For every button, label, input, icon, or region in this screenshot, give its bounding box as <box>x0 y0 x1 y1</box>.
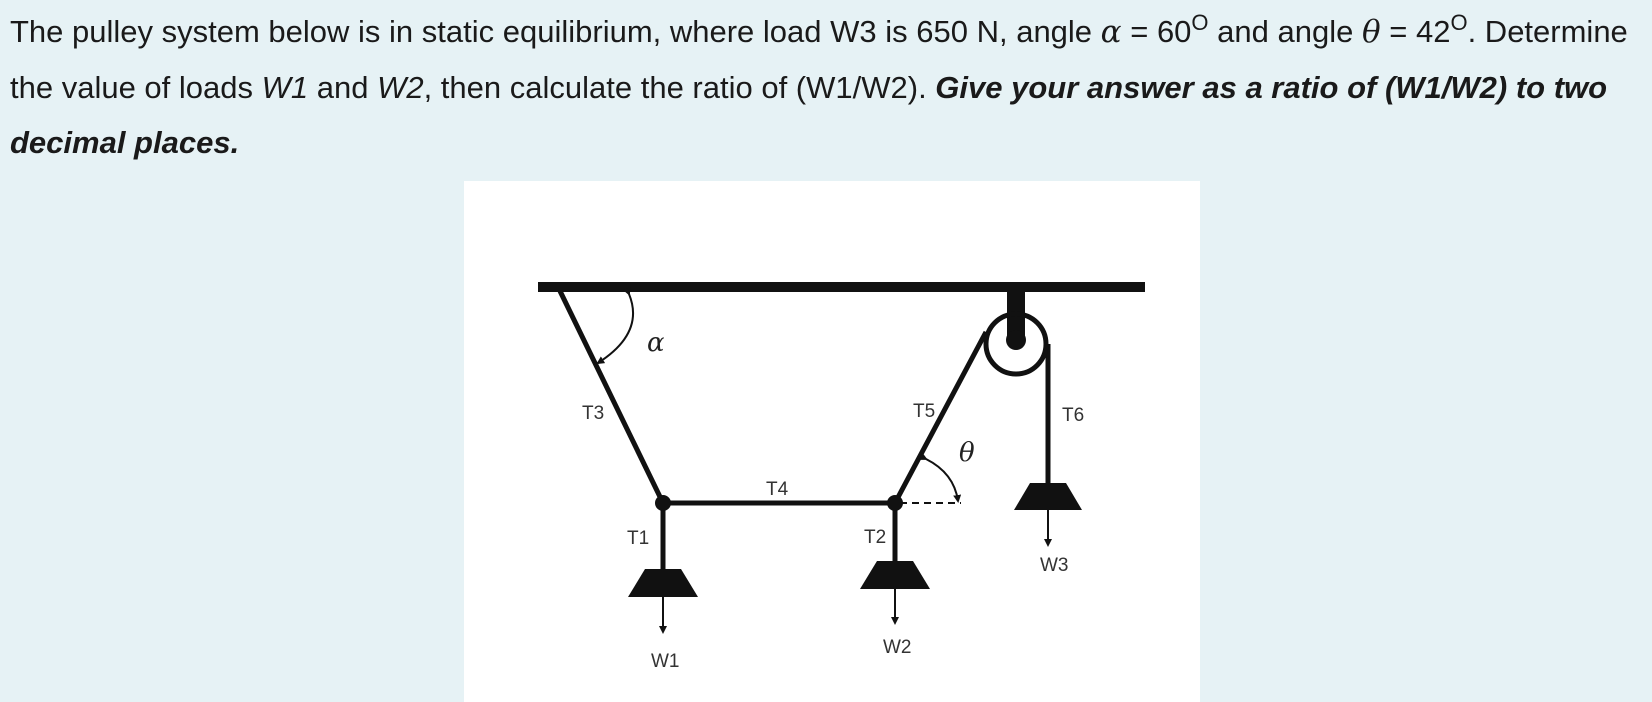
pulley-wheel <box>983 311 1049 377</box>
question-part: and angle <box>1208 14 1362 49</box>
question-part: and <box>308 70 378 105</box>
question-text: The pulley system below is in static equ… <box>10 4 1650 170</box>
w2-label: W2 <box>883 637 912 658</box>
question-part: , then calculate the ratio of (W1/W2). <box>423 70 936 105</box>
t1-label: T1 <box>627 528 649 549</box>
knot-right <box>887 495 903 511</box>
t6-label: T6 <box>1062 405 1084 426</box>
theta-arc <box>918 452 962 503</box>
theta-symbol: θ <box>1361 14 1381 50</box>
w1-term: W1 <box>261 70 309 105</box>
pulley-axle <box>1006 330 1026 350</box>
alpha-arc <box>596 286 634 365</box>
t5-label: T5 <box>913 401 935 422</box>
rope-t5 <box>892 330 989 505</box>
t2-label: T2 <box>864 527 886 548</box>
weight-w2 <box>860 561 930 589</box>
question-part: = 42 <box>1380 14 1451 49</box>
t4-label: T4 <box>766 479 789 500</box>
knot-left <box>655 495 671 511</box>
rope-t3 <box>557 289 666 505</box>
weight-w1 <box>628 569 698 597</box>
pulley-diagram-svg: α θ T3 T5 T6 T4 T1 T2 W1 W2 W3 <box>538 282 1145 672</box>
w1-label: W1 <box>651 651 680 672</box>
alpha-label: α <box>647 328 665 358</box>
theta-label: θ <box>959 438 975 468</box>
question-part: The pulley system below is in static equ… <box>10 14 1101 49</box>
weight-w3 <box>1014 483 1082 510</box>
question-part: = 60 <box>1121 14 1192 49</box>
pulley-diagram: α θ T3 T5 T6 T4 T1 T2 W1 W2 W3 <box>464 181 1200 702</box>
w3-label: W3 <box>1040 555 1069 576</box>
question-part: . Determine the value of loads <box>10 14 1628 105</box>
degree-mark: O <box>1191 10 1209 35</box>
degree-mark: O <box>1450 10 1468 35</box>
answer-instruction: Give your answer as a ratio of (W1/W2) t… <box>10 70 1608 160</box>
t3-label: T3 <box>582 403 604 424</box>
ceiling-beam <box>538 282 1145 292</box>
alpha-symbol: α <box>1100 14 1122 50</box>
w2-term: W2 <box>377 70 424 105</box>
